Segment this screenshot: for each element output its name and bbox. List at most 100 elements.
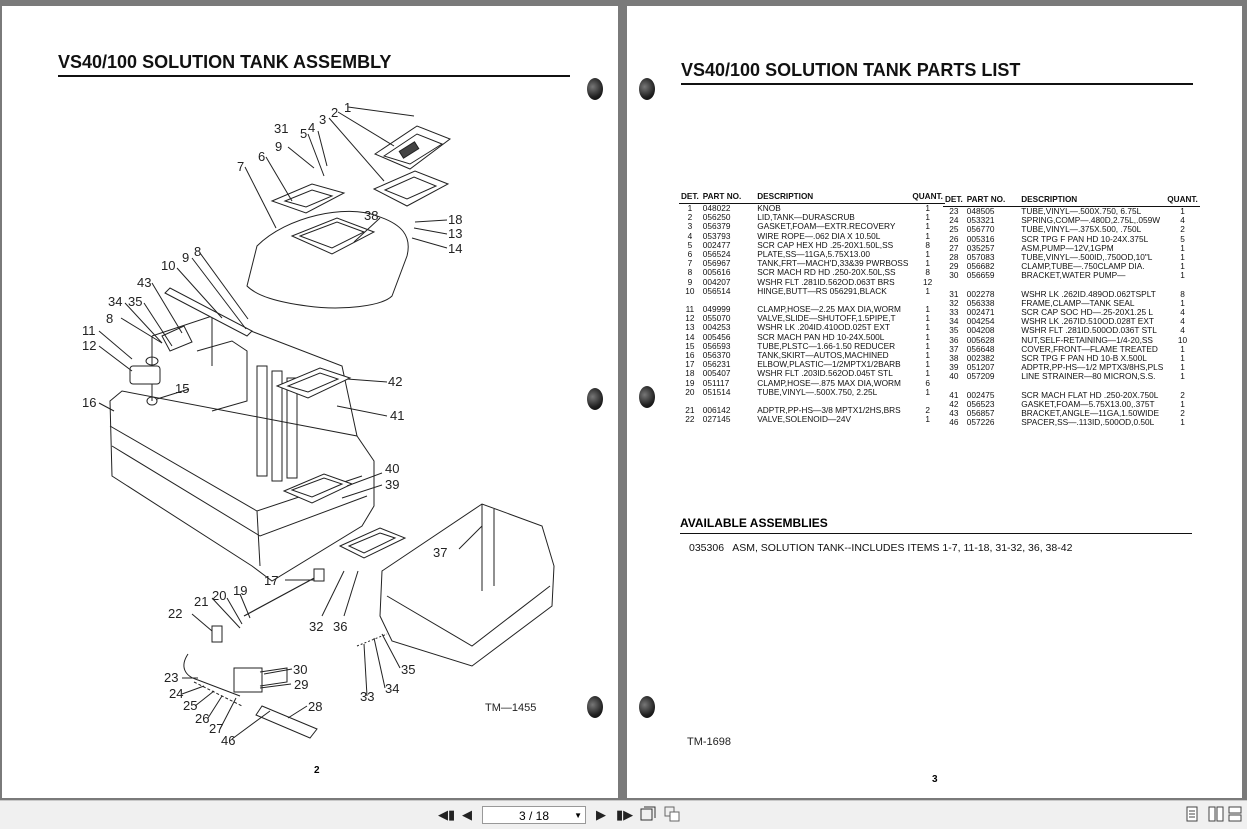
- part-no-cell: 002471: [966, 307, 995, 318]
- next-page-icon[interactable]: ▶: [596, 807, 606, 822]
- callout-number: 35: [401, 662, 415, 677]
- det-cell: 36: [949, 334, 959, 345]
- part-no-cell: 049999: [702, 304, 731, 315]
- part-no-cell: 057209: [966, 371, 995, 382]
- fit-page-icon[interactable]: [640, 806, 656, 827]
- description-cell: SCR MACH RD HD .250-20X.50L,SS: [757, 267, 896, 278]
- slide-valve: [129, 365, 161, 385]
- double-page-view-icon[interactable]: [1208, 806, 1224, 827]
- binder-hole: [639, 78, 655, 100]
- callout-number: 31: [274, 121, 288, 136]
- tm-code: TM-1698: [687, 736, 732, 748]
- page-selector[interactable]: 3 / 18 ▼: [482, 806, 586, 824]
- det-cell: 43: [949, 408, 959, 419]
- plate: [270, 183, 346, 214]
- callout-number: 11: [82, 323, 96, 338]
- description-cell: WSHR FLT .281ID.500OD.036T STL: [1021, 325, 1157, 336]
- page-number: 2: [314, 765, 320, 776]
- quant-cell: 4: [1180, 325, 1185, 336]
- description-cell: KNOB: [757, 203, 781, 213]
- binder-hole: [587, 696, 603, 718]
- quant-cell: 2: [925, 405, 930, 416]
- last-page-icon[interactable]: ▮▶: [616, 807, 634, 822]
- callout-number: 43: [137, 275, 151, 290]
- part-no-cell: 051207: [966, 362, 995, 373]
- quant-cell: 8: [925, 267, 930, 278]
- title-rule: [681, 83, 1193, 85]
- callout-number: 1: [344, 100, 351, 115]
- part-no-cell: 056523: [966, 398, 995, 409]
- description-cell: PLATE,SS—11GA,5.75X13.00: [757, 249, 870, 260]
- part-no-cell: 048022: [702, 203, 731, 213]
- description-cell: GASKET,FOAM—5.75X13.00,.375T: [1021, 398, 1155, 409]
- quant-cell: 1: [1180, 343, 1185, 354]
- part-no-cell: 004254: [966, 316, 995, 327]
- description-cell: CLAMP,TUBE—.750CLAMP DIA.: [1021, 261, 1145, 272]
- prev-page-icon[interactable]: ◀: [462, 807, 472, 822]
- description-cell: CLAMP,HOSE—2.25 MAX DIA,WORM: [757, 304, 901, 315]
- det-cell: 19: [685, 377, 695, 388]
- callout-number: 12: [82, 338, 96, 353]
- det-cell: 17: [685, 359, 695, 370]
- description-cell: ADPTR,PP-HS—3/8 MPTX1/2HS,BRS: [757, 405, 901, 416]
- first-page-icon[interactable]: ◀▮: [438, 807, 456, 822]
- description-cell: TUBE,VINYL—.500X.750, 6.75L: [1021, 206, 1142, 216]
- description-cell: TUBE,VINYL—.500ID,.750OD,10"L: [1021, 252, 1153, 263]
- part-no-cell: 051117: [702, 377, 730, 388]
- callout-number: 18: [448, 212, 462, 227]
- det-cell: 40: [949, 371, 959, 382]
- quant-cell: 1: [1180, 417, 1185, 428]
- quant-cell: 1: [925, 368, 930, 379]
- exploded-diagram: 1233154967381813144310983435811121516424…: [82, 100, 555, 748]
- description-cell: VALVE,SLIDE—SHUTOFF,1.5PIPE,T: [757, 313, 896, 324]
- description-cell: NUT,SELF-RETAINING—1/4-20,SS: [1021, 334, 1153, 345]
- col-description: DESCRIPTION: [743, 192, 911, 204]
- two-page-icon[interactable]: [664, 806, 680, 827]
- part-no-cell: 053321: [966, 215, 995, 226]
- page-number: 3: [932, 774, 938, 785]
- det-cell: 46: [949, 417, 959, 428]
- left-page: VS40/100 SOLUTION TANK ASSEMBLY: [2, 6, 618, 798]
- callout-number: 34: [385, 681, 399, 696]
- det-cell: 16: [685, 350, 695, 361]
- col-quant: QUANT.: [1165, 195, 1200, 207]
- quant-cell: 5: [1180, 233, 1185, 244]
- part-no-cell: 056524: [702, 249, 731, 260]
- continuous-view-icon[interactable]: [1228, 806, 1242, 827]
- det-cell: 30: [949, 270, 959, 281]
- single-page-view-icon[interactable]: [1186, 806, 1198, 827]
- callout-number: 16: [82, 395, 96, 410]
- det-cell: 6: [687, 249, 693, 260]
- quant-cell: 1: [1180, 206, 1185, 216]
- det-cell: 33: [949, 307, 959, 318]
- det-cell: 41: [949, 389, 959, 400]
- quant-cell: 1: [925, 322, 930, 333]
- det-cell: 22: [685, 414, 695, 425]
- callout-number: 36: [333, 619, 347, 634]
- det-cell: 24: [949, 215, 959, 226]
- det-cell: 9: [687, 276, 693, 287]
- det-cell: 35: [949, 325, 959, 336]
- description-cell: WSHR LK .204ID.410OD.025T EXT: [757, 322, 890, 333]
- part-no-cell: 056682: [966, 261, 995, 272]
- quant-cell: 8: [1180, 288, 1185, 299]
- det-cell: 20: [685, 386, 695, 397]
- tank-skirt: [109, 390, 375, 582]
- callout-number: 27: [209, 721, 223, 736]
- col-det: DET.: [943, 195, 965, 207]
- callout-number: 33: [360, 689, 374, 704]
